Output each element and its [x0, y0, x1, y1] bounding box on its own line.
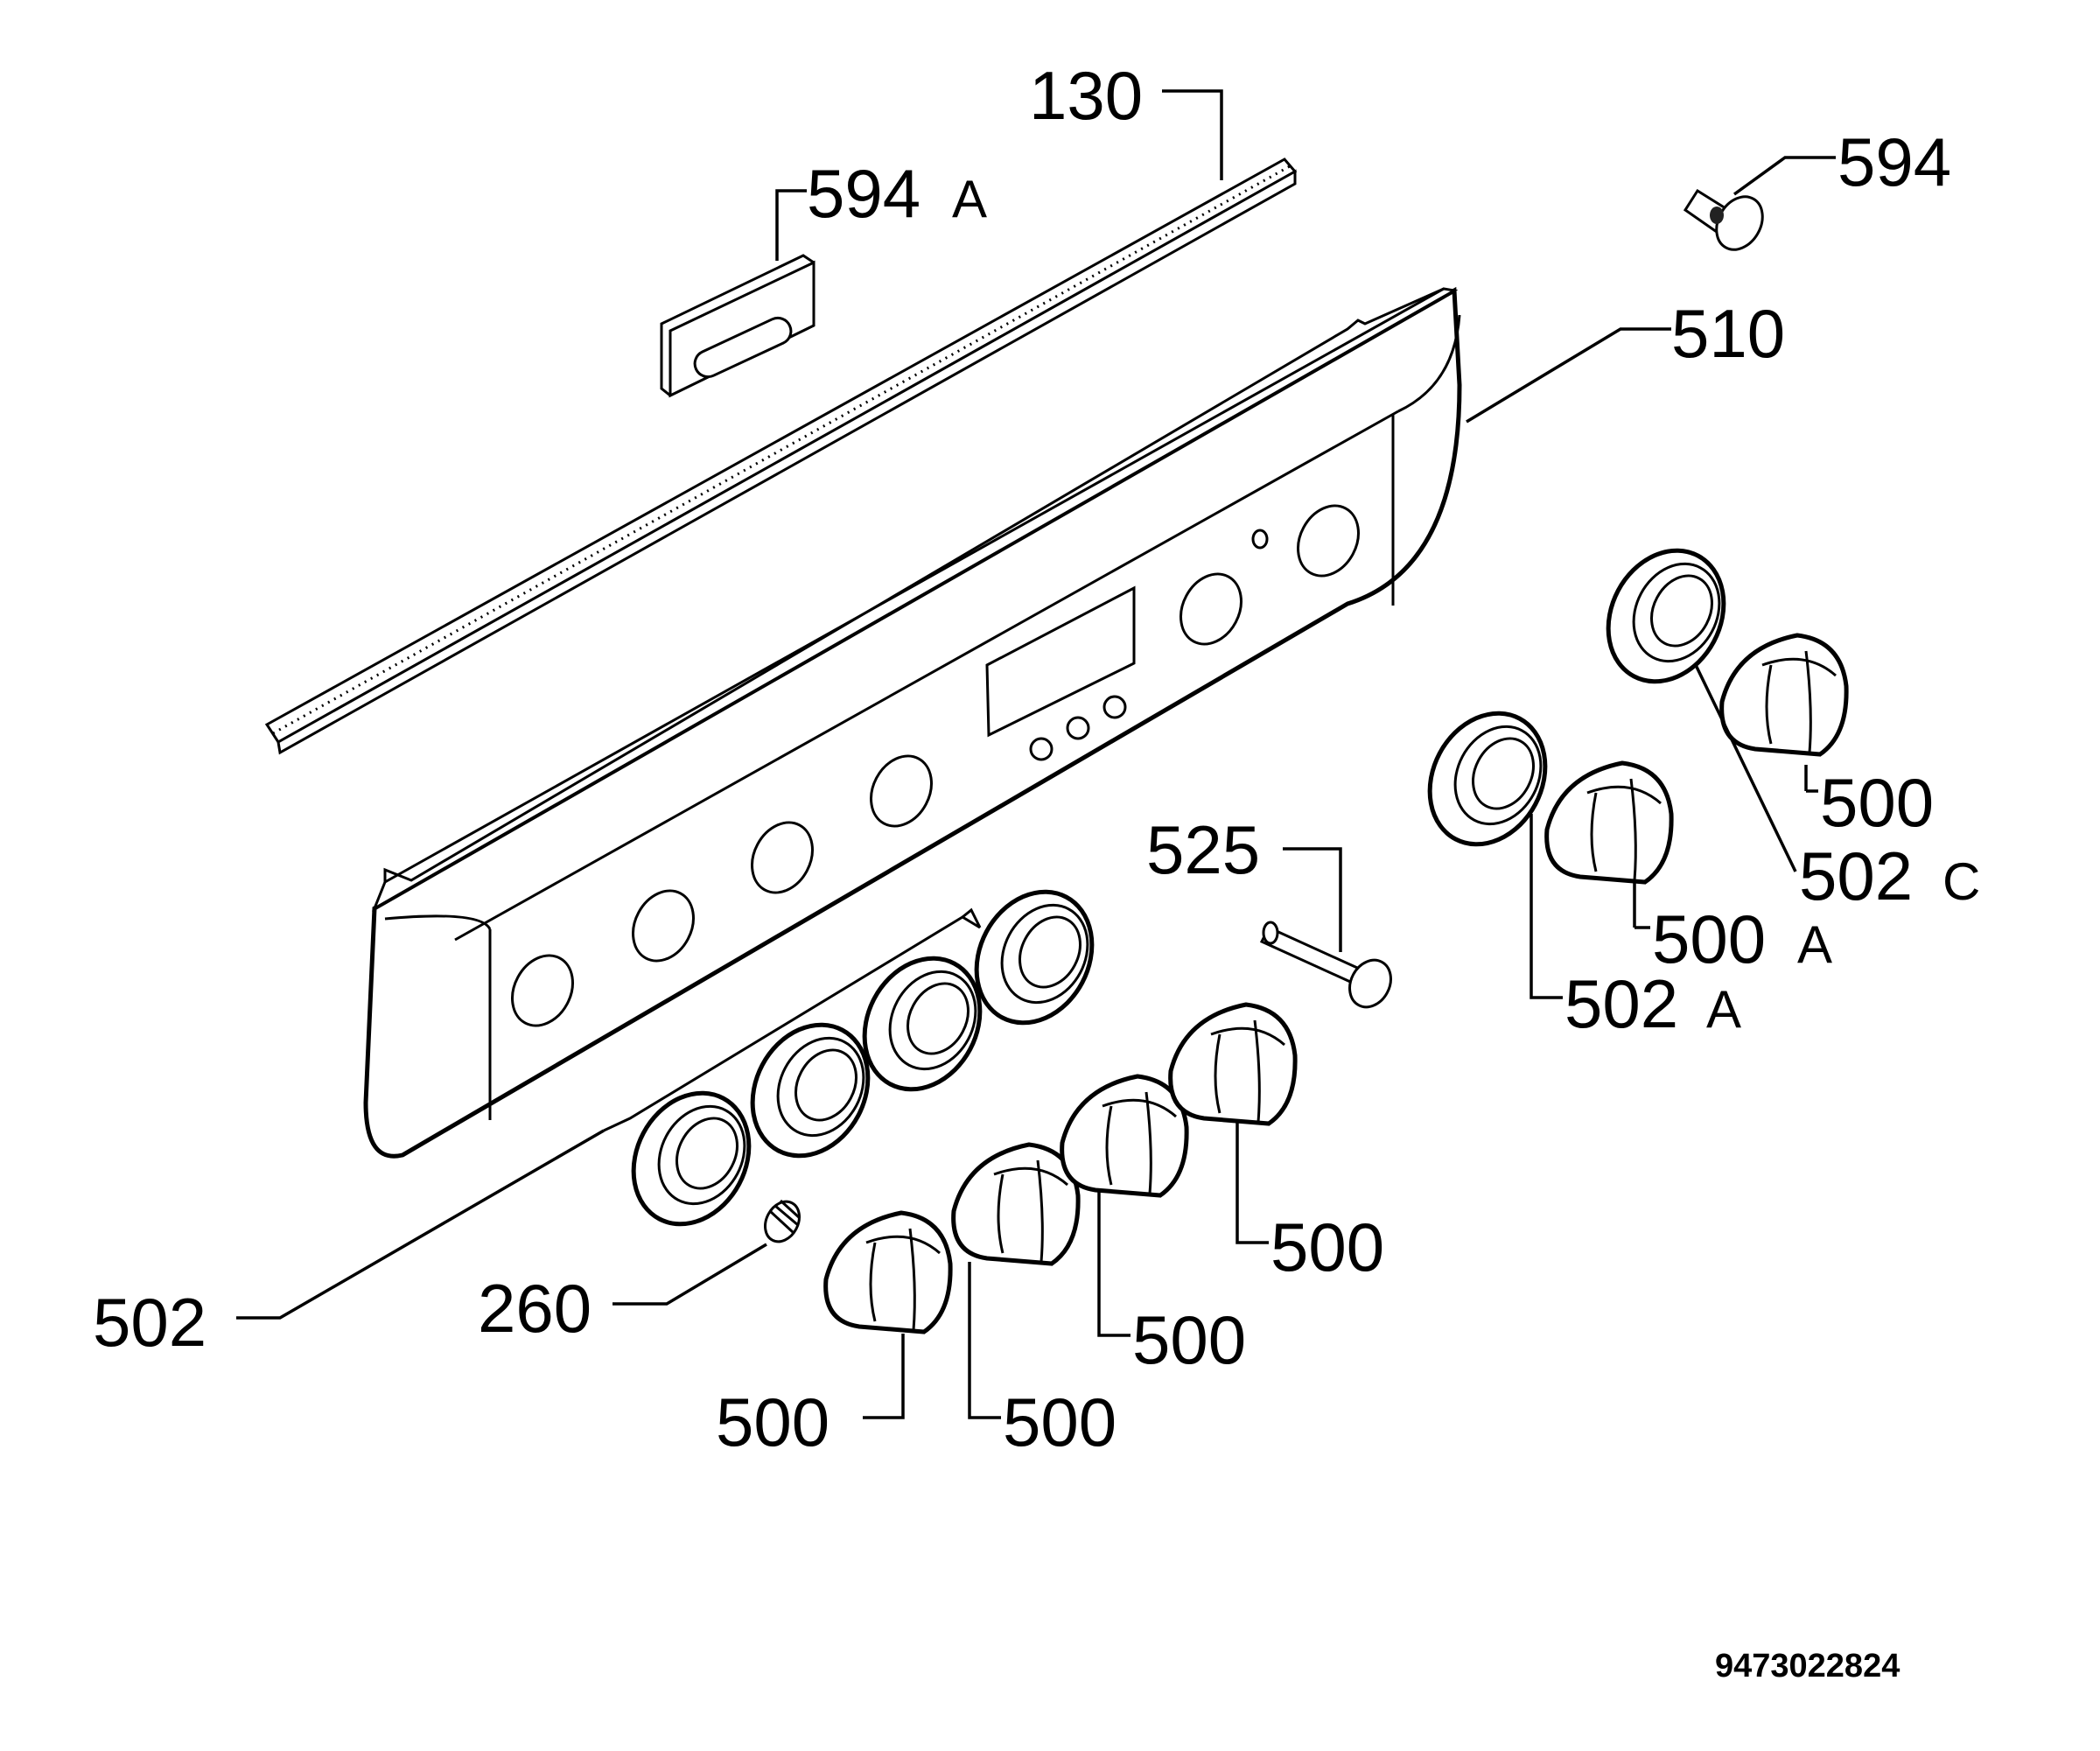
label-510: 510 — [1671, 295, 1785, 372]
drawing-code: 9473022824 — [1715, 1648, 1900, 1684]
bezel-ring — [750, 1022, 871, 1159]
label-525: 525 — [1146, 811, 1260, 888]
label-500-b: 500 — [1003, 1383, 1116, 1460]
label-502a-number: 502 — [1564, 965, 1678, 1042]
pin-525 — [1259, 921, 1392, 1009]
label-500a-suffix: A — [1797, 915, 1832, 974]
knob-500-b — [951, 1142, 1081, 1266]
gasket-strip-130 — [264, 158, 1298, 755]
label-260: 260 — [478, 1270, 592, 1347]
knob-500-c — [1060, 1074, 1189, 1198]
label-594a-number: 594 — [807, 155, 920, 232]
bracket-594a — [660, 254, 816, 398]
spring-260 — [764, 1199, 802, 1243]
knob-500-d — [1168, 1002, 1298, 1126]
knob-500-a — [823, 1210, 953, 1334]
control-panel-510 — [363, 286, 1462, 1159]
bezel-ring-502a — [1427, 711, 1548, 847]
bezel-ring — [974, 889, 1095, 1026]
label-500a-number: 500 — [1652, 900, 1766, 977]
label-594: 594 — [1838, 123, 1951, 200]
knob-500-right — [1719, 633, 1849, 757]
fastener-594 — [1683, 188, 1764, 251]
part-labels: 130 594 A 594 510 525 500 502 C 500 A 50… — [93, 57, 1980, 1684]
label-500-a: 500 — [716, 1383, 830, 1460]
label-502c-suffix: C — [1942, 852, 1980, 911]
bezel-ring-502c — [1606, 548, 1726, 684]
label-130: 130 — [1029, 57, 1143, 134]
label-500-right: 500 — [1820, 764, 1934, 841]
label-502a-suffix: A — [1706, 980, 1741, 1039]
bezel-ring — [862, 956, 983, 1092]
label-500-d: 500 — [1270, 1208, 1384, 1285]
label-594a-suffix: A — [952, 170, 987, 228]
label-502: 502 — [93, 1284, 206, 1361]
knob-500a — [1544, 760, 1674, 885]
label-500-c: 500 — [1132, 1301, 1246, 1378]
leader-lines — [236, 89, 1836, 1419]
label-502c-number: 502 — [1799, 837, 1913, 914]
bezel-ring-group-502 — [603, 889, 1095, 1227]
bezel-ring — [631, 1090, 752, 1227]
